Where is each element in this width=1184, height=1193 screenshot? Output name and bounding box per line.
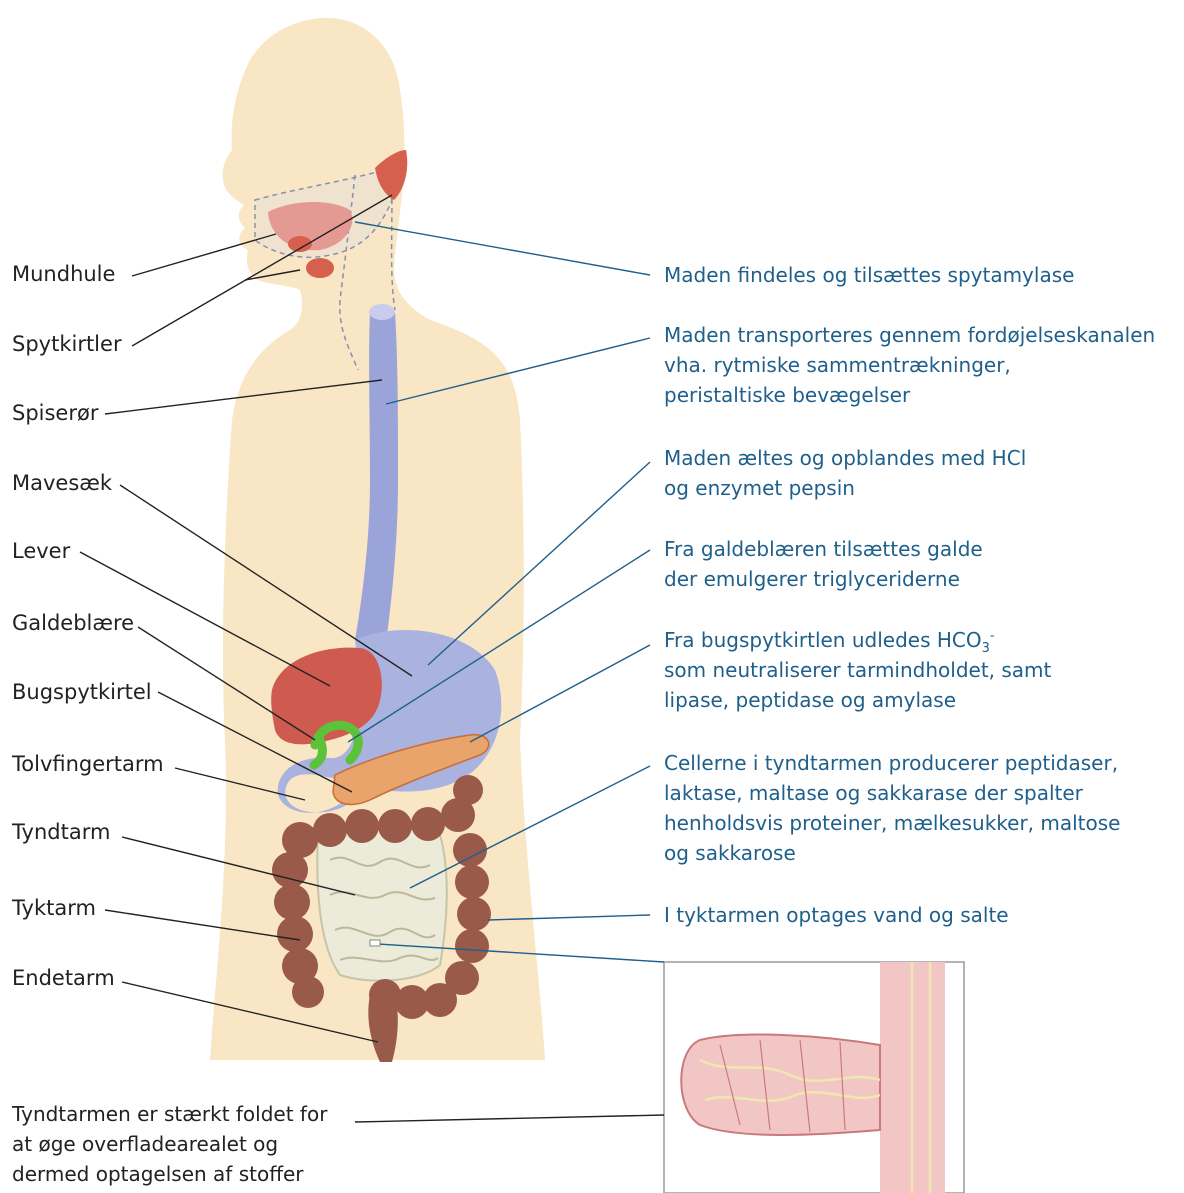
- label-endetarm: Endetarm: [12, 968, 115, 989]
- desc-stomach: Maden æltes og opblandes med HCl og enzy…: [664, 443, 1026, 503]
- label-tolvfingertarm: Tolvfingertarm: [12, 754, 164, 775]
- desc-esophagus: Maden transporteres gennem fordøjelseska…: [664, 320, 1155, 410]
- salivary-gland-lower-2: [306, 258, 334, 278]
- label-spytkirtler: Spytkirtler: [12, 334, 122, 355]
- desc-pancreas-line-1-text: Fra bugspytkirtlen udledes HCO: [664, 628, 982, 652]
- desc-stomach-line-1: Maden æltes og opblandes med HCl: [664, 443, 1026, 473]
- esophagus-top: [369, 304, 395, 320]
- desc-esophagus-line-2: vha. rytmiske sammentrækninger,: [664, 350, 1155, 380]
- desc-small-intestine: Cellerne i tyndtarmen producerer peptida…: [664, 748, 1120, 868]
- label-galdeblaere: Galdeblære: [12, 613, 134, 634]
- label-lever: Lever: [12, 541, 70, 562]
- desc-small-intestine-line-3: henholdsvis proteiner, mælkesukker, malt…: [664, 808, 1120, 838]
- inset-source-marker: [370, 940, 380, 946]
- desc-small-intestine-line-2: laktase, maltase og sakkarase der spalte…: [664, 778, 1120, 808]
- villus-inset-fold: [681, 1035, 880, 1135]
- label-tyktarm: Tyktarm: [12, 898, 96, 919]
- label-mavesaek: Mavesæk: [12, 473, 112, 494]
- label-mundhule: Mundhule: [12, 264, 115, 285]
- desc-pancreas-line-1: Fra bugspytkirtlen udledes HCO3-: [664, 625, 1051, 655]
- desc-esophagus-line-3: peristaltiske bevægelser: [664, 380, 1155, 410]
- desc-esophagus-line-1: Maden transporteres gennem fordøjelseska…: [664, 320, 1155, 350]
- desc-gallbladder: Fra galdeblæren tilsættes galde der emul…: [664, 534, 983, 594]
- label-tyndtarm: Tyndtarm: [12, 822, 110, 843]
- desc-small-intestine-line-1: Cellerne i tyndtarmen producerer peptida…: [664, 748, 1120, 778]
- label-spiseroer: Spiserør: [12, 403, 98, 424]
- desc-pancreas-subscript: 3: [982, 641, 990, 656]
- desc-gallbladder-line-2: der emulgerer triglyceriderne: [664, 564, 983, 594]
- desc-large-intestine-line: I tyktarmen optages vand og salte: [664, 900, 1009, 930]
- desc-gallbladder-line-1: Fra galdeblæren tilsættes galde: [664, 534, 983, 564]
- desc-mouth: Maden findeles og tilsættes spytamylase: [664, 260, 1074, 290]
- desc-pancreas-line-3: lipase, peptidase og amylase: [664, 685, 1051, 715]
- note-line-2: at øge overfladearealet og: [12, 1129, 327, 1159]
- note-line-3: dermed optagelsen af stoffer: [12, 1159, 327, 1189]
- desc-pancreas: Fra bugspytkirtlen udledes HCO3- som neu…: [664, 625, 1051, 715]
- label-bugspytkirtel: Bugspytkirtel: [12, 682, 152, 703]
- small-intestine: [317, 828, 446, 981]
- desc-mouth-line: Maden findeles og tilsættes spytamylase: [664, 260, 1074, 290]
- desc-small-intestine-line-4: og sakkarose: [664, 838, 1120, 868]
- desc-stomach-line-2: og enzymet pepsin: [664, 473, 1026, 503]
- desc-pancreas-superscript: -: [990, 628, 995, 643]
- desc-pancreas-line-2: som neutraliserer tarmindholdet, samt: [664, 655, 1051, 685]
- note-line-1: Tyndtarmen er stærkt foldet for: [12, 1099, 327, 1129]
- small-intestine-note: Tyndtarmen er stærkt foldet for at øge o…: [12, 1099, 327, 1189]
- desc-large-intestine: I tyktarmen optages vand og salte: [664, 900, 1009, 930]
